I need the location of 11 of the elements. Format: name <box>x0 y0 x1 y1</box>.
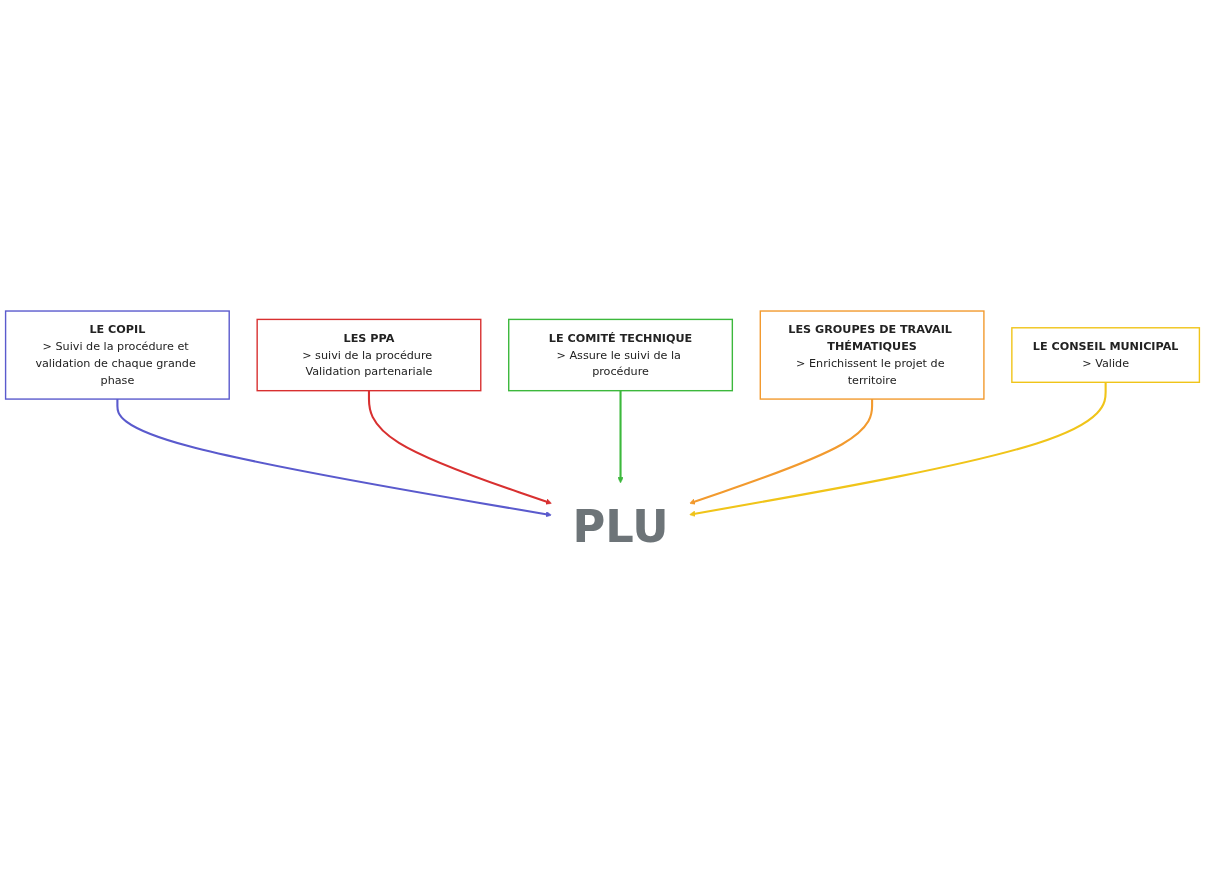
node-text: PLU <box>572 500 669 553</box>
arrow <box>367 390 552 504</box>
node-box: LE CONSEIL MUNICIPAL > Valide <box>1011 326 1201 383</box>
node-box: LES GROUPES DE TRAVAIL THÉMATIQUES > Enrichissent le projet de territoire <box>759 309 985 400</box>
node-box: LE COMITÉ TECHNIQUE > Assure le suivi de la procédure <box>508 318 734 391</box>
arrow <box>116 398 552 517</box>
node-box: LES PPA > suivi de la procédure Validation partenariale <box>256 318 482 391</box>
arrow <box>617 390 624 483</box>
arrow <box>689 398 874 504</box>
node-box: LE COPIL > Suivi de la procédure et validation de chaque grande phase <box>4 309 230 400</box>
arrow <box>689 381 1107 517</box>
